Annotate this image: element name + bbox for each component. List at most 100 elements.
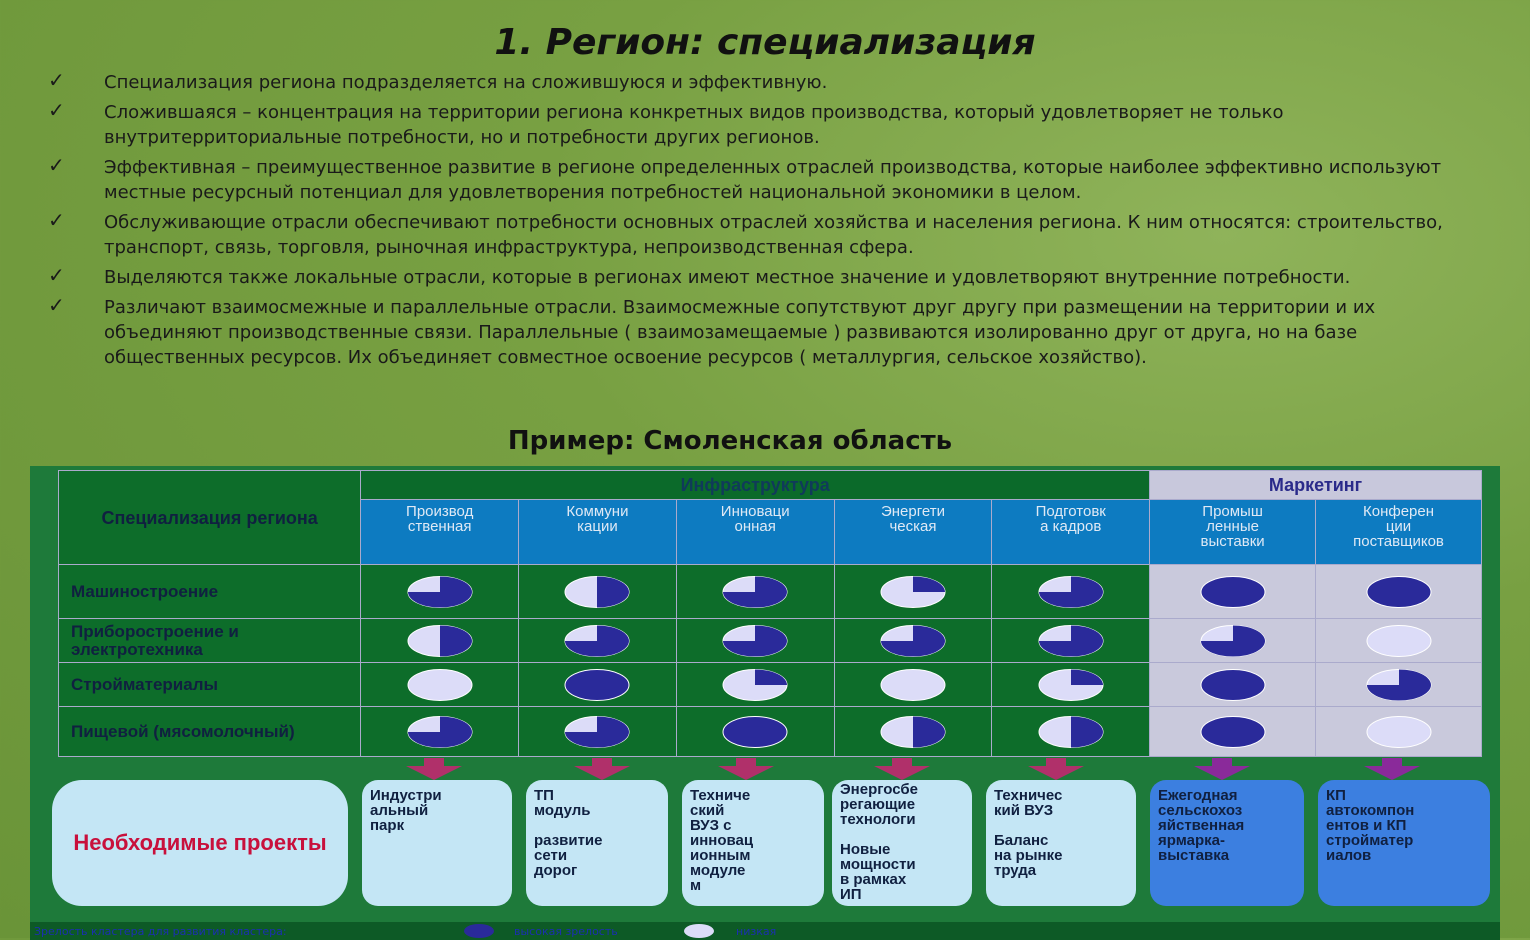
legend-high-marker bbox=[464, 924, 494, 938]
maturity-cell bbox=[1149, 662, 1317, 707]
pie-slice bbox=[723, 625, 788, 656]
table-row: Приборостроение и электротехника bbox=[57, 618, 1482, 663]
maturity-cell bbox=[991, 706, 1151, 757]
maturity-pie-icon bbox=[1366, 575, 1432, 608]
bullet-item: ✓ Эффективная – преимущественное развити… bbox=[48, 153, 1442, 203]
maturity-cell bbox=[518, 662, 677, 707]
maturity-cell bbox=[518, 564, 677, 619]
maturity-cell bbox=[675, 618, 835, 663]
pie-slice bbox=[1070, 669, 1103, 685]
project-card: Энергосбе регающие технологи Новые мощно… bbox=[832, 780, 972, 906]
pie-slice bbox=[407, 716, 472, 747]
maturity-pie-icon bbox=[1200, 715, 1266, 748]
pie-slice bbox=[912, 576, 945, 592]
specialization-table: Специализация региона Инфраструктура Мар… bbox=[57, 470, 1482, 757]
maturity-cell bbox=[833, 706, 993, 757]
column-header: Промыш ленные выставки bbox=[1149, 499, 1317, 565]
table-row: Машиностроение bbox=[57, 564, 1482, 619]
maturity-pie-icon bbox=[722, 715, 788, 748]
project-card: Техничес кий ВУЗ Баланс на рынке труда bbox=[986, 780, 1136, 906]
column-header: Энергети ческая bbox=[833, 499, 993, 565]
maturity-cell bbox=[518, 618, 677, 663]
pie-slice bbox=[565, 625, 630, 656]
arrow-down-icon bbox=[406, 758, 462, 780]
projects-row: Необходимые проекты Индустри альный парк… bbox=[30, 780, 1500, 910]
maturity-pie-icon bbox=[1200, 624, 1266, 657]
row-label: Приборостроение и электротехника bbox=[57, 618, 362, 663]
page-title: 1. Регион: специализация bbox=[494, 22, 1036, 63]
pie-slice bbox=[1366, 669, 1431, 700]
pie-slice bbox=[1038, 576, 1103, 607]
bullet-item: ✓ Выделяются также локальные отрасли, ко… bbox=[48, 263, 1351, 288]
arrow-down-icon bbox=[1364, 758, 1420, 780]
arrow-down-icon bbox=[1028, 758, 1084, 780]
maturity-cell bbox=[991, 618, 1151, 663]
example-subtitle: Пример: Смоленская область bbox=[507, 426, 953, 456]
column-header: Производ ственная bbox=[360, 499, 520, 565]
bullet-item: ✓ Сложившаяся – концентрация на территор… bbox=[48, 98, 1284, 148]
maturity-cell bbox=[675, 564, 835, 619]
maturity-pie-icon bbox=[880, 668, 946, 701]
legend-label: Зрелость кластера для развития кластера: bbox=[34, 925, 287, 938]
check-icon: ✓ bbox=[48, 263, 65, 287]
arrow-row bbox=[30, 758, 1500, 782]
project-card: Техниче ский ВУЗ с инновац ионным модуле… bbox=[682, 780, 824, 906]
pie-slice bbox=[880, 625, 945, 656]
cluster-panel: Специализация региона Инфраструктура Мар… bbox=[30, 466, 1500, 940]
maturity-pie-icon bbox=[1038, 575, 1104, 608]
maturity-cell bbox=[360, 706, 520, 757]
pie-slice bbox=[565, 716, 630, 747]
maturity-pie-icon bbox=[407, 624, 473, 657]
bullet-item: ✓Специализация региона подразделяется на… bbox=[48, 68, 828, 93]
bullet-item: ✓Различают взаимосмежные и параллельные … bbox=[48, 293, 1376, 368]
maturity-pie-icon bbox=[564, 668, 630, 701]
legend-low-marker bbox=[684, 924, 714, 938]
project-card: ТП модуль развитие сети дорог bbox=[526, 780, 668, 906]
maturity-cell bbox=[833, 564, 993, 619]
maturity-pie-icon bbox=[880, 575, 946, 608]
maturity-pie-icon bbox=[880, 715, 946, 748]
maturity-cell bbox=[991, 564, 1151, 619]
column-header: Конферен ции поставщиков bbox=[1315, 499, 1482, 565]
maturity-pie-icon bbox=[1200, 575, 1266, 608]
table-row: Пищевой (мясомолочный) bbox=[57, 706, 1482, 757]
group-header-infrastructure: Инфраструктура bbox=[360, 470, 1151, 500]
maturity-cell bbox=[833, 662, 993, 707]
maturity-cell bbox=[360, 618, 520, 663]
maturity-pie-icon bbox=[407, 668, 473, 701]
check-icon: ✓ bbox=[48, 98, 65, 122]
maturity-pie-icon bbox=[1038, 624, 1104, 657]
bullet-item: ✓Обслуживающие отрасли обеспечивают потр… bbox=[48, 208, 1443, 258]
pie-slice bbox=[755, 669, 788, 685]
maturity-pie-icon bbox=[1366, 715, 1432, 748]
maturity-cell bbox=[360, 662, 520, 707]
maturity-cell bbox=[991, 662, 1151, 707]
project-card: Индустри альный парк bbox=[362, 780, 512, 906]
project-card: КП автокомпон ентов и КП стройматер иало… bbox=[1318, 780, 1490, 906]
legend-high-label: высокая зрелость bbox=[514, 925, 618, 938]
pie-slice bbox=[407, 576, 472, 607]
maturity-pie-icon bbox=[564, 624, 630, 657]
row-label: Машиностроение bbox=[57, 564, 362, 619]
legend-low-label: низкая bbox=[736, 925, 777, 938]
maturity-cell bbox=[360, 564, 520, 619]
legend: Зрелость кластера для развития кластера:… bbox=[30, 922, 1500, 940]
pie-slice bbox=[723, 576, 788, 607]
pie-slice bbox=[1038, 625, 1103, 656]
column-header: Коммуни кации bbox=[518, 499, 677, 565]
maturity-pie-icon bbox=[1038, 715, 1104, 748]
pie-slice bbox=[1070, 716, 1103, 747]
maturity-cell bbox=[833, 618, 993, 663]
maturity-pie-icon bbox=[564, 575, 630, 608]
maturity-pie-icon bbox=[880, 624, 946, 657]
maturity-pie-icon bbox=[722, 668, 788, 701]
maturity-pie-icon bbox=[407, 715, 473, 748]
maturity-cell bbox=[1315, 662, 1482, 707]
arrow-down-icon bbox=[874, 758, 930, 780]
column-header: Инноваци онная bbox=[675, 499, 835, 565]
maturity-cell bbox=[1315, 618, 1482, 663]
pie-slice bbox=[1200, 625, 1265, 656]
table-row: Стройматериалы bbox=[57, 662, 1482, 707]
group-header-marketing: Маркетинг bbox=[1149, 470, 1482, 500]
